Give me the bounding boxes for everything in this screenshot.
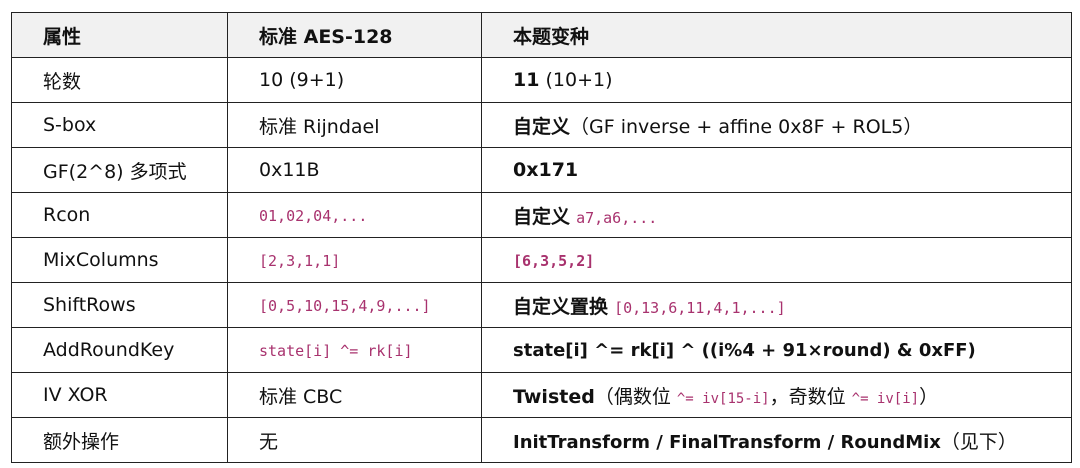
variant-bold: 自定义置换	[513, 295, 609, 318]
variant-bold: InitTransform / FinalTransform / RoundMi…	[513, 431, 941, 453]
attr-cell: MixColumns	[11, 237, 228, 283]
std-code: 01,02,04,...	[259, 207, 368, 225]
attr-cell: AddRoundKey	[11, 327, 228, 373]
variant-bold: 自定义	[513, 205, 571, 228]
std-cell: 01,02,04,...	[227, 192, 482, 238]
std-cell: 10 (9+1)	[227, 57, 482, 103]
std-cell: 0x11B	[227, 147, 482, 193]
variant-text: （GF inverse + affine 0x8F + ROL5）	[570, 115, 923, 138]
table-row: S-box 标准 Rijndael 自定义（GF inverse + affin…	[11, 102, 1072, 148]
comparison-table-wrapper: 属性 标准 AES-128 本题变种 轮数 10 (9+1) 11 (10+1)…	[11, 12, 1072, 463]
table-row: MixColumns [2,3,1,1] [6,3,5,2]	[11, 237, 1072, 283]
std-cell: 无	[227, 417, 482, 463]
std-cell: 标准 CBC	[227, 372, 482, 418]
variant-text: ）	[919, 385, 939, 408]
variant-cell: InitTransform / FinalTransform / RoundMi…	[481, 417, 1072, 463]
table-row: IV XOR 标准 CBC Twisted（偶数位 ^= iv[15-i]，奇数…	[11, 372, 1072, 418]
table-row: GF(2^8) 多项式 0x11B 0x171	[11, 147, 1072, 193]
table-row: 额外操作 无 InitTransform / FinalTransform / …	[11, 417, 1072, 463]
aes-comparison-table: 属性 标准 AES-128 本题变种 轮数 10 (9+1) 11 (10+1)…	[11, 12, 1072, 463]
attr-cell: Rcon	[11, 192, 228, 238]
table-row: AddRoundKey state[i] ^= rk[i] state[i] ^…	[11, 327, 1072, 373]
variant-text: （见下）	[940, 430, 1017, 453]
variant-cell: Twisted（偶数位 ^= iv[15-i]，奇数位 ^= iv[i]）	[481, 372, 1072, 418]
header-row: 属性 标准 AES-128 本题变种	[11, 12, 1072, 58]
header-attribute: 属性	[11, 12, 228, 58]
std-code: state[i] ^= rk[i]	[259, 342, 413, 360]
variant-code-bold: [6,3,5,2]	[513, 252, 595, 270]
variant-cell: 0x171	[481, 147, 1072, 193]
variant-bold: 自定义	[513, 115, 571, 138]
std-cell: [0,5,10,15,4,9,...]	[227, 282, 482, 328]
variant-bold: Twisted	[513, 385, 595, 408]
std-code: [2,3,1,1]	[259, 252, 341, 270]
variant-cell: 自定义置换 [0,13,6,11,4,1,...]	[481, 282, 1072, 328]
attr-cell: IV XOR	[11, 372, 228, 418]
variant-bold: 0x171	[513, 159, 579, 181]
attr-cell: 额外操作	[11, 417, 228, 463]
table-row: ShiftRows [0,5,10,15,4,9,...] 自定义置换 [0,1…	[11, 282, 1072, 328]
variant-code: ^= iv[i]	[851, 390, 920, 407]
table-row: Rcon 01,02,04,... 自定义 a7,a6,...	[11, 192, 1072, 238]
std-cell: state[i] ^= rk[i]	[227, 327, 482, 373]
variant-cell: 11 (10+1)	[481, 57, 1072, 103]
attr-cell: GF(2^8) 多项式	[11, 147, 228, 193]
header-variant: 本题变种	[481, 12, 1072, 58]
variant-cell: 自定义（GF inverse + affine 0x8F + ROL5）	[481, 102, 1072, 148]
variant-text: (10+1)	[539, 69, 613, 91]
attr-cell: S-box	[11, 102, 228, 148]
variant-code: ^= iv[15-i]	[676, 390, 770, 407]
header-standard: 标准 AES-128	[227, 12, 482, 58]
variant-text: ，奇数位	[769, 385, 852, 408]
variant-code: a7,a6,...	[576, 208, 658, 227]
variant-cell: [6,3,5,2]	[481, 237, 1072, 283]
variant-cell: 自定义 a7,a6,...	[481, 192, 1072, 238]
attr-cell: ShiftRows	[11, 282, 228, 328]
variant-text: （偶数位	[594, 385, 677, 408]
variant-cell: state[i] ^= rk[i] ^ ((i%4 + 91×round) & …	[481, 327, 1072, 373]
std-cell: 标准 Rijndael	[227, 102, 482, 148]
variant-code: [0,13,6,11,4,1,...]	[614, 298, 786, 317]
variant-bold: 11	[513, 69, 540, 91]
variant-bold: state[i] ^= rk[i] ^ ((i%4 + 91×round) & …	[513, 340, 976, 361]
std-code: [0,5,10,15,4,9,...]	[259, 297, 431, 315]
attr-cell: 轮数	[11, 57, 228, 103]
table-row: 轮数 10 (9+1) 11 (10+1)	[11, 57, 1072, 103]
std-cell: [2,3,1,1]	[227, 237, 482, 283]
